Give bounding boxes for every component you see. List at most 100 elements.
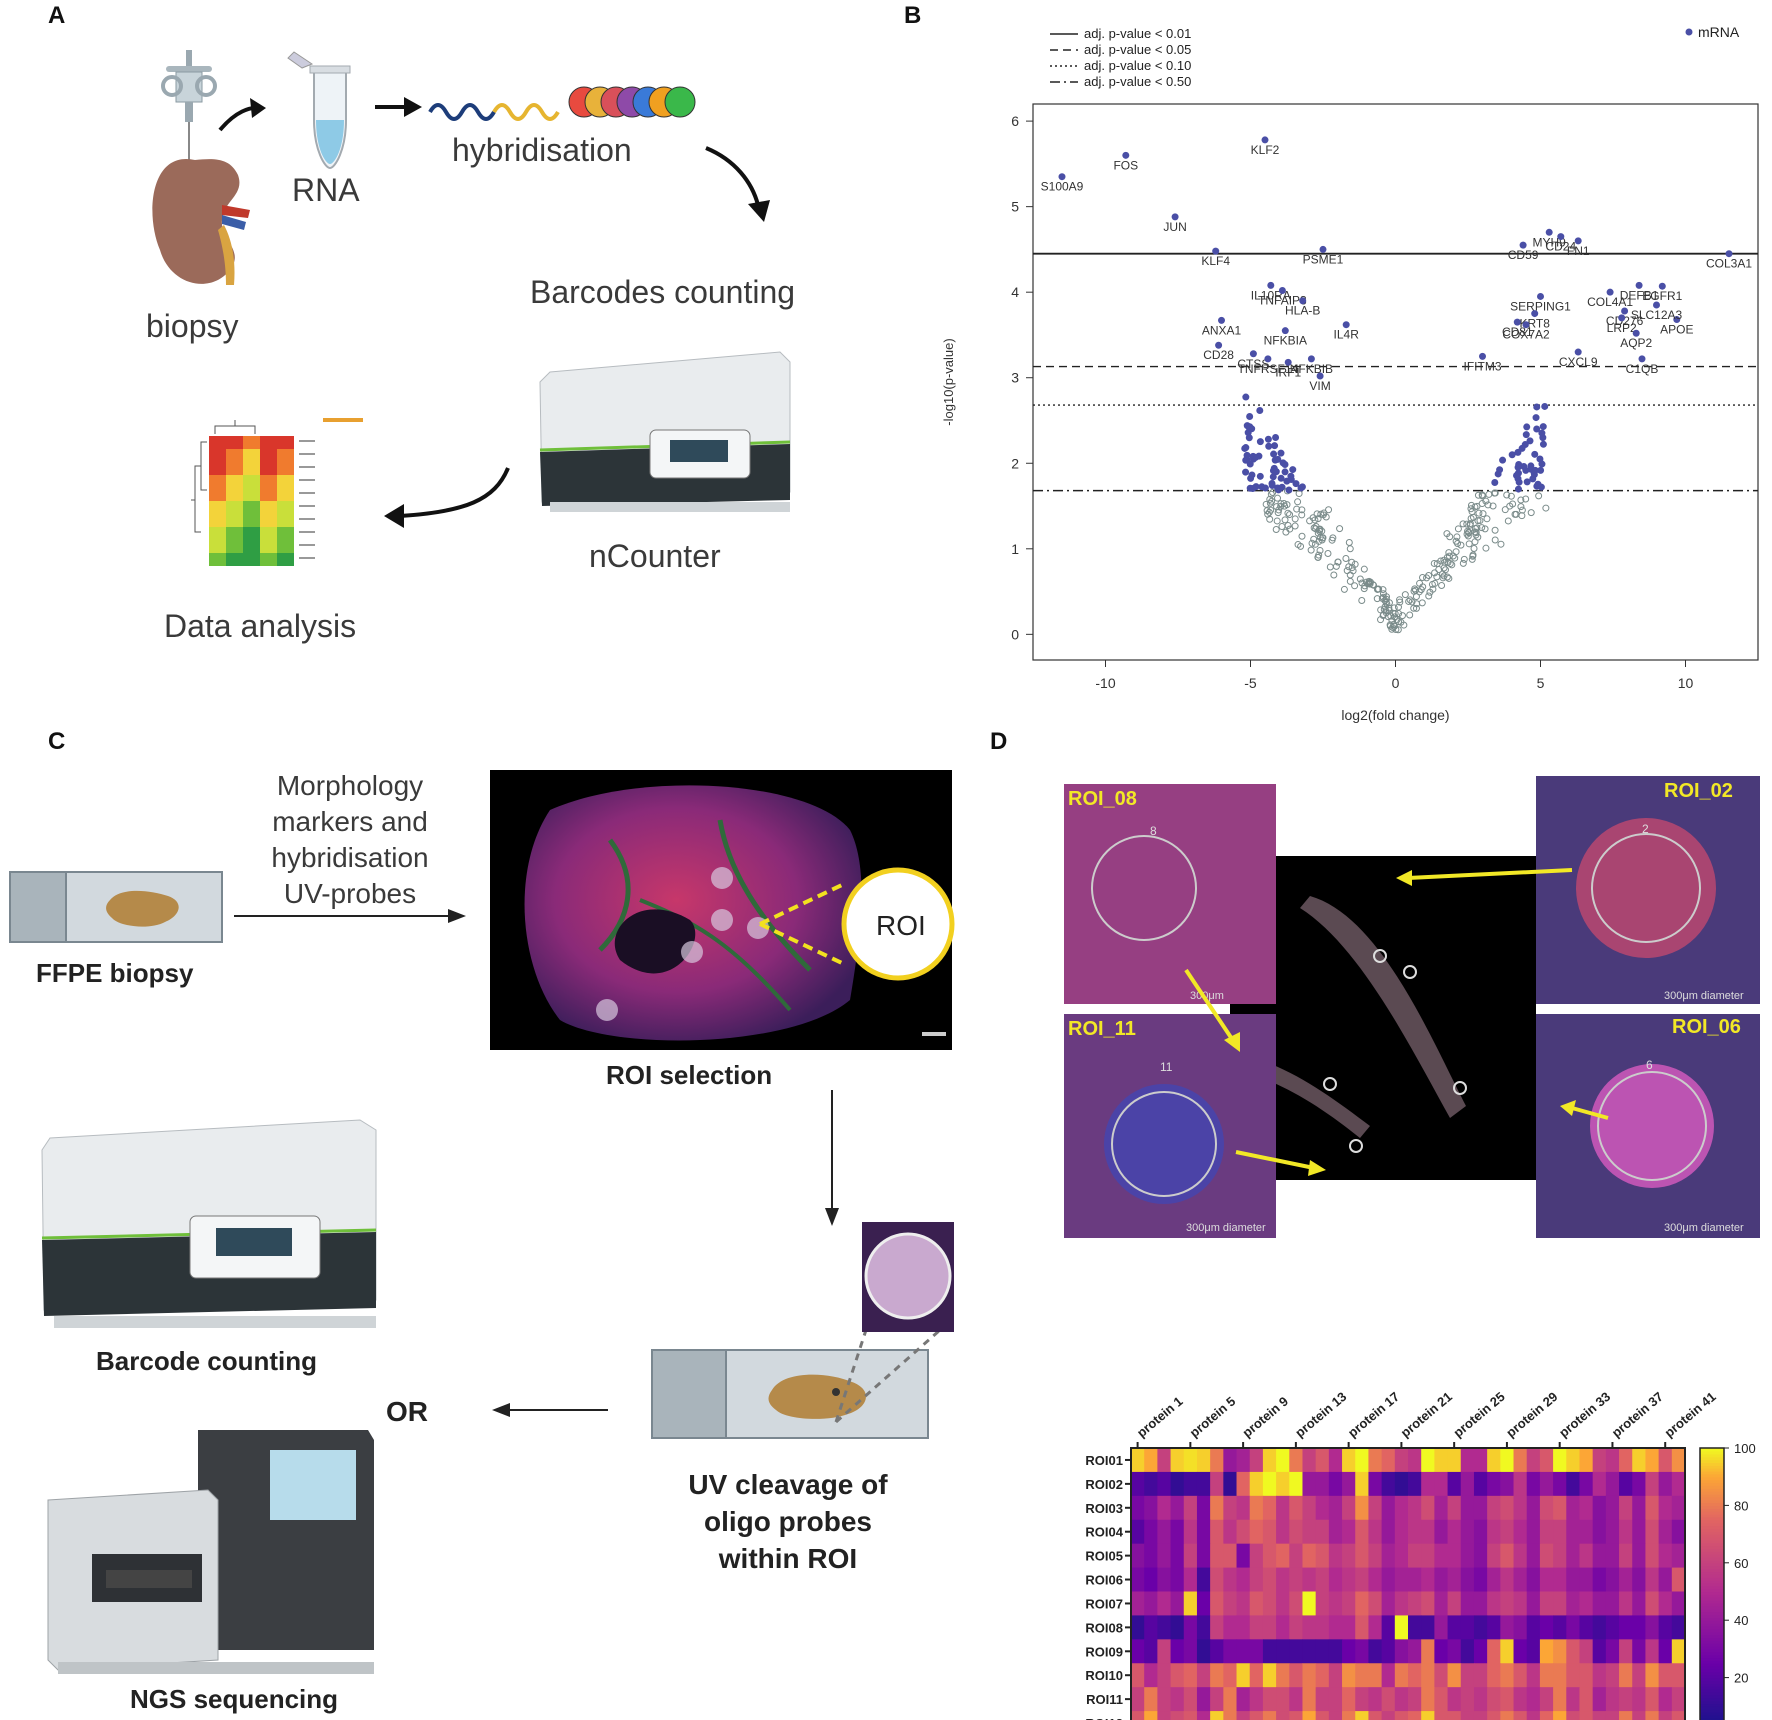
colorbar-segment bbox=[1700, 1470, 1724, 1475]
colorbar-segment bbox=[1700, 1562, 1724, 1567]
data-point bbox=[1542, 504, 1550, 512]
heatmap-cell bbox=[1619, 1711, 1633, 1720]
heatmap-cell bbox=[1355, 1567, 1369, 1592]
colorbar-segment bbox=[1700, 1448, 1724, 1452]
colorbar-segment bbox=[1700, 1651, 1724, 1656]
heatmap-cell bbox=[1447, 1687, 1462, 1712]
column-label: protein 41 bbox=[1662, 1389, 1719, 1440]
data-point bbox=[1316, 525, 1324, 533]
heatmap-cell bbox=[1645, 1448, 1660, 1473]
heatmap-cell bbox=[1342, 1663, 1356, 1688]
data-point bbox=[1479, 510, 1487, 518]
heatmap-cell bbox=[1658, 1519, 1673, 1545]
colorbar-segment bbox=[1700, 1617, 1724, 1621]
heatmap-cell bbox=[1671, 1615, 1686, 1640]
data-point bbox=[1415, 588, 1423, 596]
data-point bbox=[1360, 565, 1368, 573]
colorbar-segment bbox=[1700, 1534, 1724, 1538]
data-point bbox=[1425, 571, 1433, 579]
heatmap-cell bbox=[1368, 1639, 1383, 1664]
data-point bbox=[1526, 437, 1534, 445]
data-point bbox=[1256, 472, 1264, 480]
x-tick-label: 0 bbox=[1392, 675, 1400, 691]
colorbar-segment bbox=[1700, 1703, 1724, 1707]
thumbnail-cell bbox=[260, 553, 277, 566]
labeled-point bbox=[1621, 307, 1629, 315]
point-label: CD24 bbox=[1545, 240, 1576, 254]
heatmap-cell bbox=[1170, 1687, 1185, 1712]
colorbar-segment bbox=[1700, 1600, 1724, 1604]
heatmap-cell bbox=[1210, 1471, 1224, 1497]
data-point bbox=[1444, 559, 1452, 567]
thumbnail-cell bbox=[260, 540, 277, 553]
heatmap-cell bbox=[1210, 1663, 1224, 1688]
data-point bbox=[1515, 478, 1523, 486]
heatmap-cell bbox=[1368, 1448, 1383, 1473]
data-point bbox=[1396, 596, 1404, 604]
heatmap-cell bbox=[1342, 1711, 1356, 1720]
data-point bbox=[1334, 558, 1342, 566]
labeled-point bbox=[1606, 288, 1614, 296]
heatmap-cell bbox=[1671, 1687, 1686, 1712]
heatmap-cell bbox=[1671, 1519, 1686, 1545]
point-label: LRP2 bbox=[1607, 321, 1637, 335]
thumbnail-cell bbox=[277, 514, 294, 527]
heatmap-cell bbox=[1566, 1519, 1580, 1545]
column-label: protein 33 bbox=[1556, 1389, 1613, 1440]
heatmap-cell bbox=[1671, 1495, 1686, 1521]
row-label: ROI01 bbox=[1085, 1453, 1123, 1468]
heatmap-cell bbox=[1671, 1639, 1686, 1664]
heatmap-cell bbox=[1526, 1687, 1541, 1712]
point-label: IFITM3 bbox=[1464, 359, 1502, 373]
labeled-point bbox=[1574, 348, 1582, 356]
heatmap-cell bbox=[1131, 1639, 1145, 1664]
heatmap-cell bbox=[1500, 1495, 1515, 1521]
heatmap-cell bbox=[1553, 1615, 1567, 1640]
column-label: protein 9 bbox=[1239, 1394, 1291, 1441]
colorbar-segment bbox=[1700, 1479, 1724, 1484]
thumbnail-cell bbox=[277, 436, 294, 449]
uv-line-2: oligo probes bbox=[704, 1506, 872, 1537]
colorbar-segment bbox=[1700, 1648, 1724, 1653]
heatmap-cell bbox=[1447, 1591, 1462, 1616]
colorbar-segment bbox=[1700, 1691, 1724, 1696]
colorbar-segment bbox=[1700, 1634, 1724, 1639]
heatmap-cell bbox=[1460, 1711, 1475, 1720]
heatmap-cell bbox=[1526, 1639, 1541, 1664]
heatmap-cell bbox=[1460, 1495, 1475, 1521]
heatmap-cell bbox=[1183, 1448, 1198, 1473]
data-point bbox=[1523, 478, 1531, 486]
heatmap-cell bbox=[1566, 1591, 1580, 1616]
heatmap-cell bbox=[1302, 1663, 1317, 1688]
thumbnail-cell bbox=[209, 514, 226, 527]
heatmap-cell bbox=[1632, 1448, 1646, 1473]
column-label: protein 25 bbox=[1450, 1389, 1507, 1440]
y-tick-label: 2 bbox=[1011, 455, 1019, 471]
point-label: FOS bbox=[1113, 158, 1138, 172]
heatmap-cell bbox=[1381, 1567, 1396, 1592]
heatmap-cell bbox=[1342, 1471, 1356, 1497]
data-point bbox=[1307, 546, 1315, 554]
data-point bbox=[1533, 425, 1541, 433]
heatmap-cell bbox=[1289, 1711, 1303, 1720]
heatmap-cell bbox=[1144, 1543, 1158, 1569]
colorbar-segment bbox=[1700, 1456, 1724, 1461]
heatmap-cell bbox=[1645, 1543, 1660, 1569]
heatmap-cell bbox=[1421, 1639, 1435, 1664]
heatmap-cell bbox=[1421, 1543, 1435, 1569]
heatmap-cell bbox=[1553, 1543, 1567, 1569]
heatmap-cell bbox=[1447, 1471, 1462, 1497]
column-label: protein 13 bbox=[1292, 1389, 1349, 1440]
heatmap-cell bbox=[1553, 1591, 1567, 1616]
heatmap-cell bbox=[1196, 1711, 1211, 1720]
heatmap-cell bbox=[1342, 1543, 1356, 1569]
labeled-point bbox=[1673, 316, 1681, 324]
dendrogram-top bbox=[214, 420, 256, 434]
heatmap-cell bbox=[1460, 1519, 1475, 1545]
point-label: IL4R bbox=[1334, 328, 1360, 342]
heatmap-cell bbox=[1157, 1471, 1172, 1497]
thumbnail-cell bbox=[260, 501, 277, 514]
colorbar-segment bbox=[1700, 1574, 1724, 1578]
roi-slide-icon bbox=[651, 1349, 929, 1439]
colorbar-tick-label: 40 bbox=[1734, 1613, 1748, 1628]
